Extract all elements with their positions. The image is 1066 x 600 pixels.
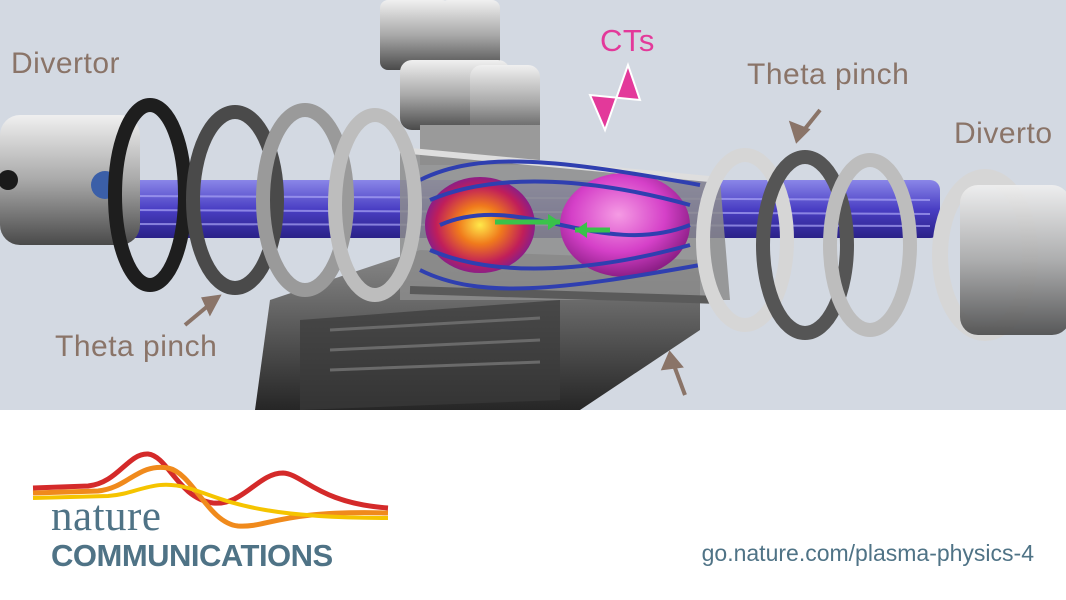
label-arrows: [183, 108, 822, 396]
footer: [0, 410, 1066, 600]
divertor-right-body: [960, 185, 1066, 335]
ct-right: [560, 173, 690, 277]
ct-left: [425, 177, 535, 273]
nature-communications-logo-mark: [32, 451, 389, 529]
divertor-left-body: [0, 115, 140, 245]
device-drawing: [0, 0, 1066, 410]
theta-pinch-rings: [108, 98, 1038, 341]
label-divertor-left: Divertor: [11, 47, 121, 80]
device-illustration: Divertor Diverto CTs Theta pinch Theta p…: [0, 0, 1066, 410]
label-theta-pinch-bottom: Theta pinch: [55, 330, 218, 363]
label-divertor-right: Diverto: [954, 117, 1053, 150]
field-lines: [419, 159, 701, 291]
label-theta-pinch-top: Theta pinch: [747, 58, 910, 91]
logo-word-communications: COMMUNICATIONS: [51, 538, 333, 573]
ct-arrow: [588, 61, 642, 133]
label-cts: CTs: [600, 23, 655, 58]
journal-url[interactable]: go.nature.com/plasma-physics-4: [701, 540, 1034, 566]
logo-word-nature: nature: [51, 493, 162, 540]
